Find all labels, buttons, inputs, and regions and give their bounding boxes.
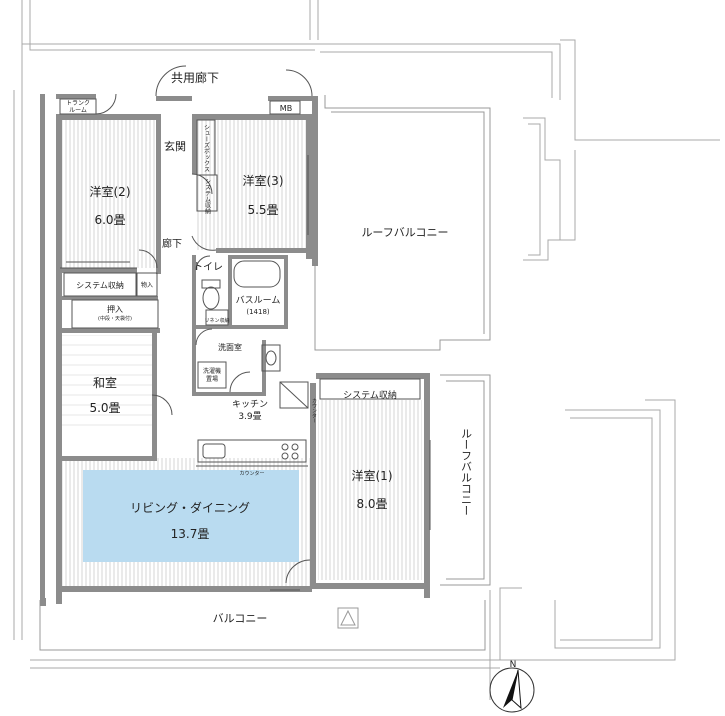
kitchen-label: キッチン bbox=[232, 399, 268, 410]
storage-small-label: 物入 bbox=[141, 281, 153, 289]
building-outline bbox=[13, 0, 720, 700]
laundry-label-2: 置場 bbox=[206, 375, 218, 383]
closet-note-label: (中段・天袋付) bbox=[98, 315, 132, 322]
room1-label: 洋室(1) bbox=[352, 468, 393, 483]
bathroom-size-label: (1418) bbox=[246, 308, 270, 316]
living-highlight bbox=[83, 470, 299, 562]
fixtures bbox=[59, 65, 431, 591]
room3-label: 洋室(3) bbox=[243, 173, 284, 188]
balcony-area bbox=[39, 600, 486, 651]
laundry-label-1: 洗濯機 bbox=[203, 367, 221, 375]
room2-size-label: 6.0畳 bbox=[94, 213, 125, 227]
compass-needle-dark bbox=[503, 670, 518, 708]
living-label: リビング・ダイニング bbox=[130, 500, 250, 515]
room-floors bbox=[62, 120, 422, 586]
kitchen-size-label: 3.9畳 bbox=[238, 411, 261, 422]
hallway-label: 廊下 bbox=[162, 237, 182, 250]
compass-needle-light bbox=[511, 669, 522, 710]
labels: 共用廊下 トランク ルーム MB シューズボックス 玄関 システム収納 廊下 ト… bbox=[66, 70, 473, 625]
mb-label: MB bbox=[280, 104, 292, 113]
counter-label: カウンター bbox=[239, 470, 264, 477]
north-label: N bbox=[510, 660, 517, 670]
washroom-label: 洗面室 bbox=[218, 342, 242, 352]
roof-balcony-top-label: ルーフバルコニー bbox=[361, 226, 448, 239]
linen-label: リネン収納 bbox=[204, 317, 229, 324]
living-size-label: 13.7畳 bbox=[171, 527, 210, 541]
system-storage-1-label: システム収納 bbox=[343, 389, 397, 401]
japanese-room-label: 和室 bbox=[93, 375, 117, 390]
system-storage-vertical-label: システム収納 bbox=[204, 178, 211, 215]
room2-label: 洋室(2) bbox=[90, 184, 131, 199]
closet-label: 押入 bbox=[107, 304, 123, 314]
counter-right-label: カウンター bbox=[311, 398, 317, 423]
room1-size-label: 8.0畳 bbox=[356, 497, 387, 511]
balcony-label: バルコニー bbox=[213, 612, 268, 625]
bathroom-label: バスルーム bbox=[236, 295, 281, 306]
toilet-label: トイレ bbox=[193, 262, 223, 273]
common-corridor-label: 共用廊下 bbox=[171, 70, 219, 85]
entrance-label: 玄関 bbox=[164, 139, 186, 153]
roof-balcony-right-area bbox=[440, 374, 491, 586]
walls bbox=[40, 94, 430, 606]
roof-balcony-top-area bbox=[314, 95, 491, 351]
trunk-room-label-2: ルーム bbox=[69, 107, 87, 114]
north-compass: N bbox=[489, 660, 535, 713]
trunk-room-label-1: トランク bbox=[66, 100, 90, 107]
japanese-size-label: 5.0畳 bbox=[89, 401, 120, 415]
roof-balcony-right-label: ルーフバルコニー bbox=[460, 428, 473, 516]
room3-size-label: 5.5畳 bbox=[247, 203, 278, 217]
shoe-box-label: シューズボックス bbox=[203, 124, 210, 172]
system-storage-2-label: システム収納 bbox=[76, 280, 124, 290]
